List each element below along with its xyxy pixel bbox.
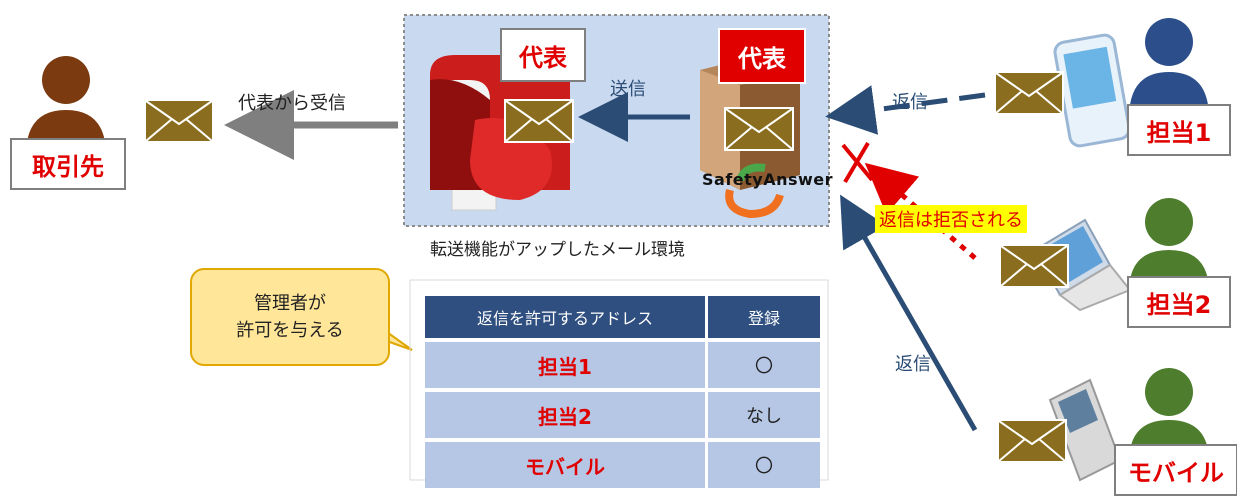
staff2-label: 担当2	[1127, 276, 1231, 328]
envelope-icon	[724, 107, 794, 151]
environment-caption: 転送機能がアップしたメール環境	[430, 240, 685, 260]
receive-from-rep-text: 代表から受信	[238, 93, 346, 114]
row-status: なし	[708, 392, 820, 438]
mobile-label: モバイル	[1114, 444, 1237, 496]
rejected-reply-label: 返信は拒否される	[875, 205, 1027, 233]
safety-answer-swirl-icon	[725, 163, 784, 219]
rep-server-label: 代表	[718, 28, 806, 84]
reply-arrow-staff1	[825, 85, 986, 135]
allowed-address-table: 返信を許可するアドレス 登録 担当1 〇 担当2 なし モバイル 〇	[425, 292, 820, 492]
send-text: 送信	[610, 79, 646, 100]
reply-arrow-mobile	[840, 194, 978, 432]
row-status: 〇	[708, 342, 820, 388]
reply-text-bottom: 返信	[895, 354, 931, 375]
envelope-icon	[997, 419, 1067, 463]
table-row: 担当2 なし	[425, 392, 820, 438]
staff1-person-icon	[1129, 18, 1209, 118]
client-label: 取引先	[10, 138, 126, 190]
envelope-icon	[999, 244, 1069, 288]
row-address: モバイル	[425, 442, 708, 488]
callout-line2: 許可を与える	[236, 320, 344, 341]
rejected-reply-arrow	[864, 162, 977, 260]
envelope-icon	[504, 99, 574, 143]
admin-callout: 管理者が 許可を与える	[190, 268, 390, 366]
rep-mailbox-label: 代表	[500, 28, 586, 82]
row-status: 〇	[708, 442, 820, 488]
staff1-label: 担当1	[1127, 104, 1231, 156]
table-row: 担当1 〇	[425, 342, 820, 388]
row-address: 担当1	[425, 342, 708, 388]
envelope-icon	[144, 99, 214, 143]
header-registration: 登録	[708, 296, 820, 338]
envelope-icon	[994, 71, 1064, 115]
row-address: 担当2	[425, 392, 708, 438]
safety-answer-logo: SafetyAnswer	[702, 170, 834, 189]
header-address: 返信を許可するアドレス	[425, 296, 708, 338]
table-row: モバイル 〇	[425, 442, 820, 488]
callout-line1: 管理者が	[254, 293, 326, 314]
table-header-row: 返信を許可するアドレス 登録	[425, 296, 820, 338]
reject-x-icon	[841, 141, 874, 184]
smartphone-icon	[1053, 33, 1131, 148]
reply-text-top: 返信	[892, 92, 928, 113]
